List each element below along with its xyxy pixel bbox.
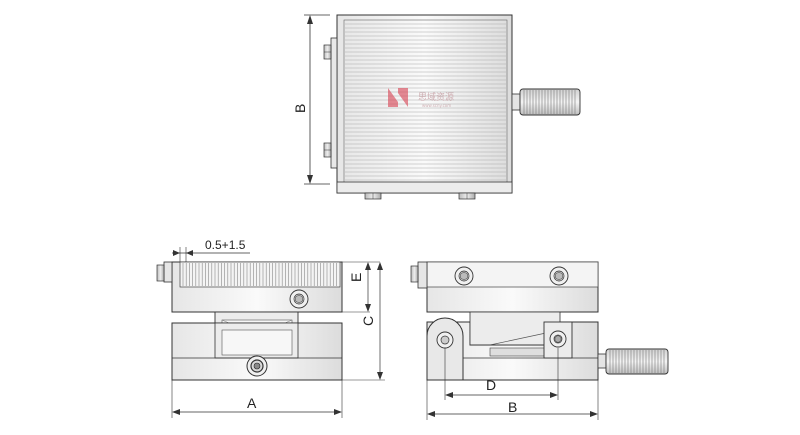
dim-b-label: B: [292, 104, 308, 113]
dim-d-label: D: [486, 377, 496, 393]
top-view: B 思域资源 www.scny.com: [292, 14, 581, 200]
front-pole-teeth: [182, 263, 341, 286]
dim-b-side-label: B: [508, 399, 517, 415]
bottom-bolt-right: [458, 192, 476, 200]
left-bolt-bottom: [323, 142, 332, 158]
front-stop-bar: [163, 261, 173, 283]
front-stop-bolt: [156, 264, 165, 282]
dim-a-label: A: [247, 395, 257, 411]
side-knob-knurl: [609, 350, 665, 373]
dim-c-label: C: [360, 316, 376, 326]
side-end-cap: [417, 261, 428, 289]
knob-shaft: [511, 93, 521, 111]
top-base-strip: [336, 181, 513, 194]
dim-shift-label: 0.5+1.5: [205, 238, 246, 252]
left-bolt-top: [323, 44, 332, 60]
knob-grip: [519, 88, 581, 116]
left-side-bar: [330, 37, 338, 169]
watermark-brand: 思域资源: [418, 91, 454, 103]
watermark-logo: 思域资源 www.scny.com: [388, 88, 454, 108]
bottom-bolt-left: [364, 192, 382, 200]
side-hex-bolt-left: [454, 266, 474, 286]
side-adjust-bolt: [549, 330, 567, 348]
front-view: 0.5+1.5 E C A: [156, 238, 385, 418]
knob-knurl: [523, 90, 576, 114]
watermark-url: www.scny.com: [422, 103, 451, 108]
pole-stripes: [345, 23, 506, 181]
side-end-bolt: [410, 265, 419, 283]
dim-e-label: E: [348, 273, 364, 282]
side-knob-shaft: [597, 353, 607, 369]
side-view: D B: [410, 261, 669, 420]
side-hex-bolt-right: [549, 266, 569, 286]
